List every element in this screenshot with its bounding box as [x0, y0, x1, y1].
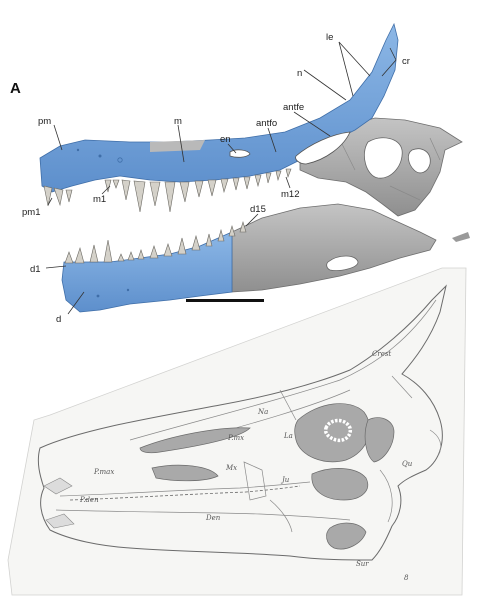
label-m1: m1 [93, 194, 106, 205]
drawing-orbit [294, 403, 370, 463]
drawing-temporal-opening [364, 417, 395, 463]
drawing-naris [139, 427, 251, 454]
temporal-opening [408, 148, 431, 174]
label-en: en [220, 134, 231, 145]
label-le: le [326, 32, 333, 43]
label-cr: cr [402, 56, 410, 67]
drawing-label-den: Den [205, 514, 221, 522]
label-d15: d15 [250, 204, 266, 215]
orbit-opening [364, 137, 403, 179]
label-d1: d1 [30, 264, 41, 275]
panel-label: A [10, 80, 21, 97]
skull-3d-model: A [10, 22, 470, 325]
upper-teeth [43, 168, 292, 213]
anatomical-labels: le cr n antfe pm m en antfo pm1 m1 m12 d… [22, 32, 410, 325]
snout-grey-patch [150, 140, 205, 152]
antorbital-fenestra [295, 131, 351, 165]
drawing-label-premax: P.max [93, 468, 114, 476]
drawing-infratemporal-opening [311, 468, 368, 501]
drawing-label-sur: Sur [356, 560, 369, 568]
drawing-skull-outline [37, 284, 447, 561]
mandibular-fenestra [326, 255, 359, 271]
drawing-tooth-row [69, 485, 301, 501]
drawing-label-na: Na [257, 408, 268, 416]
drawing-sclerotic-ring [323, 418, 353, 443]
drawing-label-pmx: P.mx [227, 434, 244, 442]
drawing-label-mx: Mx [225, 464, 237, 472]
drawing-mandibular-fenestra [326, 522, 367, 550]
scale-bar [186, 299, 264, 302]
label-antfe: antfe [283, 102, 304, 113]
drawing-label-la: La [283, 432, 293, 440]
drawing-label-qu: Qu [402, 460, 413, 468]
drawing-page-mark: 8 [404, 574, 409, 582]
drawing-labels: Crest Na P.mx P.max Mx La Ju Qu Den P.de… [79, 350, 413, 582]
lower-teeth [64, 220, 247, 264]
label-leader-lines [45, 41, 397, 315]
label-m: m [174, 116, 182, 127]
label-antfo: antfo [256, 118, 277, 129]
drawing-label-ju: Ju [280, 476, 290, 484]
label-pm1: pm1 [22, 207, 40, 218]
drawing-label-predent: P.den [79, 496, 99, 504]
label-d: d [56, 314, 61, 325]
mandible-grey-region [231, 203, 437, 293]
drawing-antorbital-fenestra [151, 464, 219, 482]
skull-line-drawing [7, 267, 467, 596]
label-n: n [297, 68, 302, 79]
label-m12: m12 [281, 189, 299, 200]
drawing-label-crest: Crest [372, 350, 391, 358]
label-pm: pm [38, 116, 51, 127]
bone-fragment [452, 232, 470, 242]
